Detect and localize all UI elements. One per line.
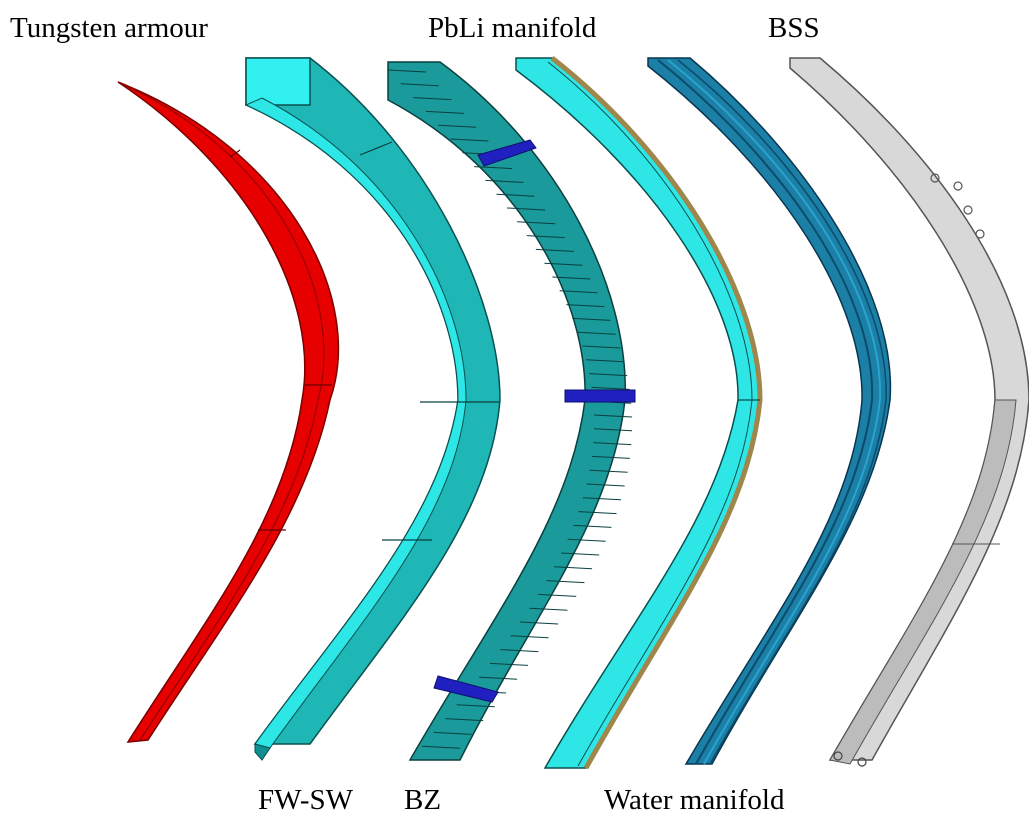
bz-rib [506,207,546,211]
bz-rib [485,179,524,183]
bz-rib [425,110,464,114]
bz-rib [572,317,611,321]
pbli-manifold-shape [515,56,763,770]
label-water-manifold: Water manifold [604,784,785,816]
bz-rib [578,511,617,515]
bz-rib [561,552,600,556]
bz-rib [413,97,452,101]
bz-rib [496,193,535,197]
bz-rib [591,455,630,459]
bz-rib [593,442,632,446]
bz-rib [520,621,559,625]
bz-rib [474,166,513,170]
bz-rib [421,745,460,749]
bz-rib [535,248,574,252]
bz-rib [526,235,565,239]
bz-rib [529,607,568,611]
label-bss: BSS [768,12,820,44]
bz-rib [559,290,598,294]
bz-rib [544,262,583,266]
fw-sw-shape [244,57,501,761]
tungsten-armour-shape [117,81,340,743]
bz-rib [566,304,605,308]
bz-shape [387,61,636,761]
bz-rib [593,414,633,418]
bz-rib [586,359,625,363]
bz-rib [554,566,593,570]
label-pbli-manifold: PbLi manifold [428,12,597,44]
bz-rib [577,331,616,335]
bz-rib [552,276,591,280]
bz-rib [546,580,585,584]
bz-rib [450,138,489,142]
bz-rib [433,731,472,735]
bz-rib [589,373,628,377]
bz-rib [582,497,621,501]
label-tungsten-armour: Tungsten armour [10,12,208,44]
bz-rib [500,649,539,653]
bz-rib [582,345,621,349]
bz-rib [456,704,495,708]
bz-rib [438,124,477,128]
bz-rib [594,428,633,432]
bz-rib [479,676,518,680]
bz-rib [387,69,427,73]
bz-rib [489,662,528,666]
bz-rib [586,483,625,487]
bz-rib [567,538,606,542]
bz-rib [538,593,577,597]
label-fw-sw: FW-SW [258,784,354,816]
bz-rib [510,635,549,639]
water-manifold-shape [647,57,892,765]
bz-rib [589,469,628,473]
bz-rib [573,524,612,528]
bz-rib [400,83,439,87]
bss-shape [789,57,1029,767]
bz-rib [445,718,484,722]
bz-rib [591,386,630,390]
bz-rib [517,221,556,225]
label-bz: BZ [404,784,442,816]
